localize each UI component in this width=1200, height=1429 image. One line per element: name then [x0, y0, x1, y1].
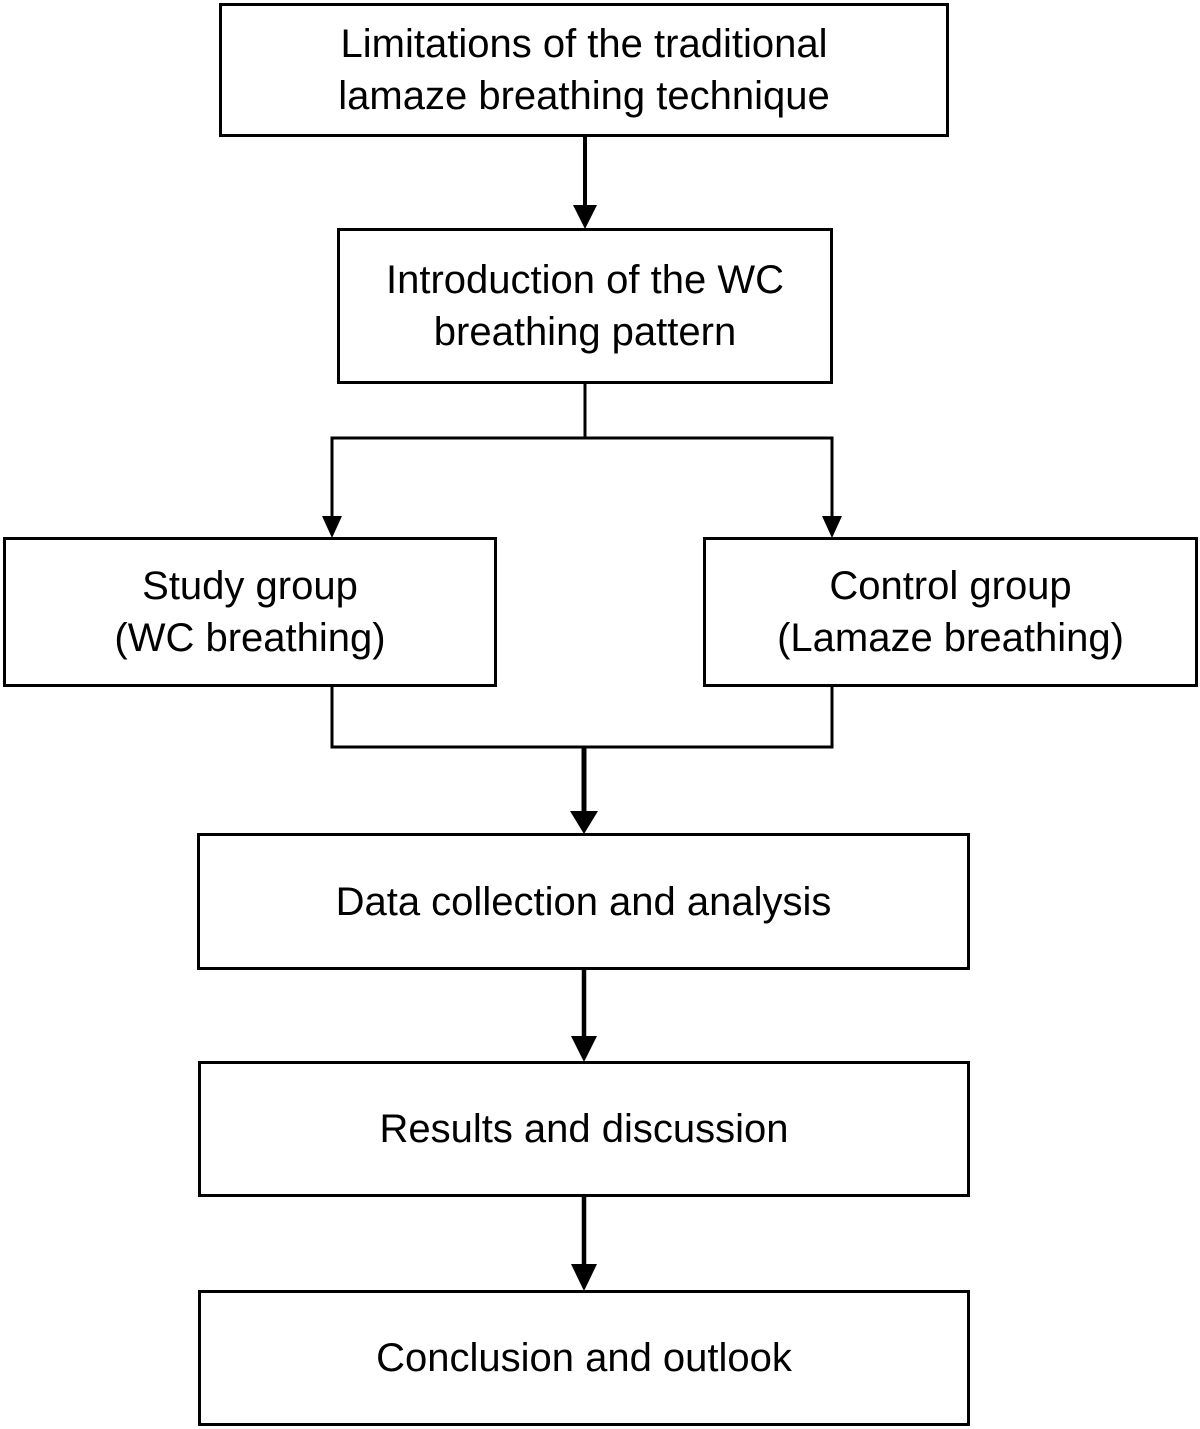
node-results-discussion-line1: Results and discussion — [379, 1107, 789, 1151]
arrow-results-to-conclusion — [571, 1196, 597, 1291]
node-control-group-line2: (Lamaze breathing) — [777, 616, 1124, 660]
node-conclusion-outlook-line1: Conclusion and outlook — [376, 1336, 792, 1380]
node-study-group-line1: Study group — [142, 564, 358, 608]
node-control-group-line1: Control group — [829, 564, 1072, 608]
arrowhead-to-study — [322, 516, 342, 538]
node-introduction-line2: breathing pattern — [433, 310, 737, 354]
node-conclusion-outlook: Conclusion and outlook — [198, 1290, 970, 1426]
node-results-discussion: Results and discussion — [198, 1061, 970, 1197]
node-introduction-line1: Introduction of the WC — [386, 258, 784, 302]
node-limitations-line1: Limitations of the traditional — [340, 22, 828, 66]
node-control-group: Control group (Lamaze breathing) — [703, 537, 1198, 687]
merge-groups-to-data — [330, 687, 834, 834]
arrowhead-to-control — [822, 516, 842, 538]
node-data-collection: Data collection and analysis — [197, 833, 970, 970]
node-introduction: Introduction of the WC breathing pattern — [337, 228, 833, 384]
node-limitations: Limitations of the traditional lamaze br… — [219, 3, 949, 137]
split-introduction-branches — [322, 383, 842, 538]
node-study-group: Study group (WC breathing) — [3, 537, 497, 687]
node-study-group-line2: (WC breathing) — [114, 616, 386, 660]
arrow-limitations-to-introduction — [573, 136, 597, 229]
node-limitations-line2: lamaze breathing technique — [338, 74, 830, 118]
arrow-data-to-results — [571, 969, 597, 1062]
node-data-collection-line1: Data collection and analysis — [335, 879, 832, 924]
